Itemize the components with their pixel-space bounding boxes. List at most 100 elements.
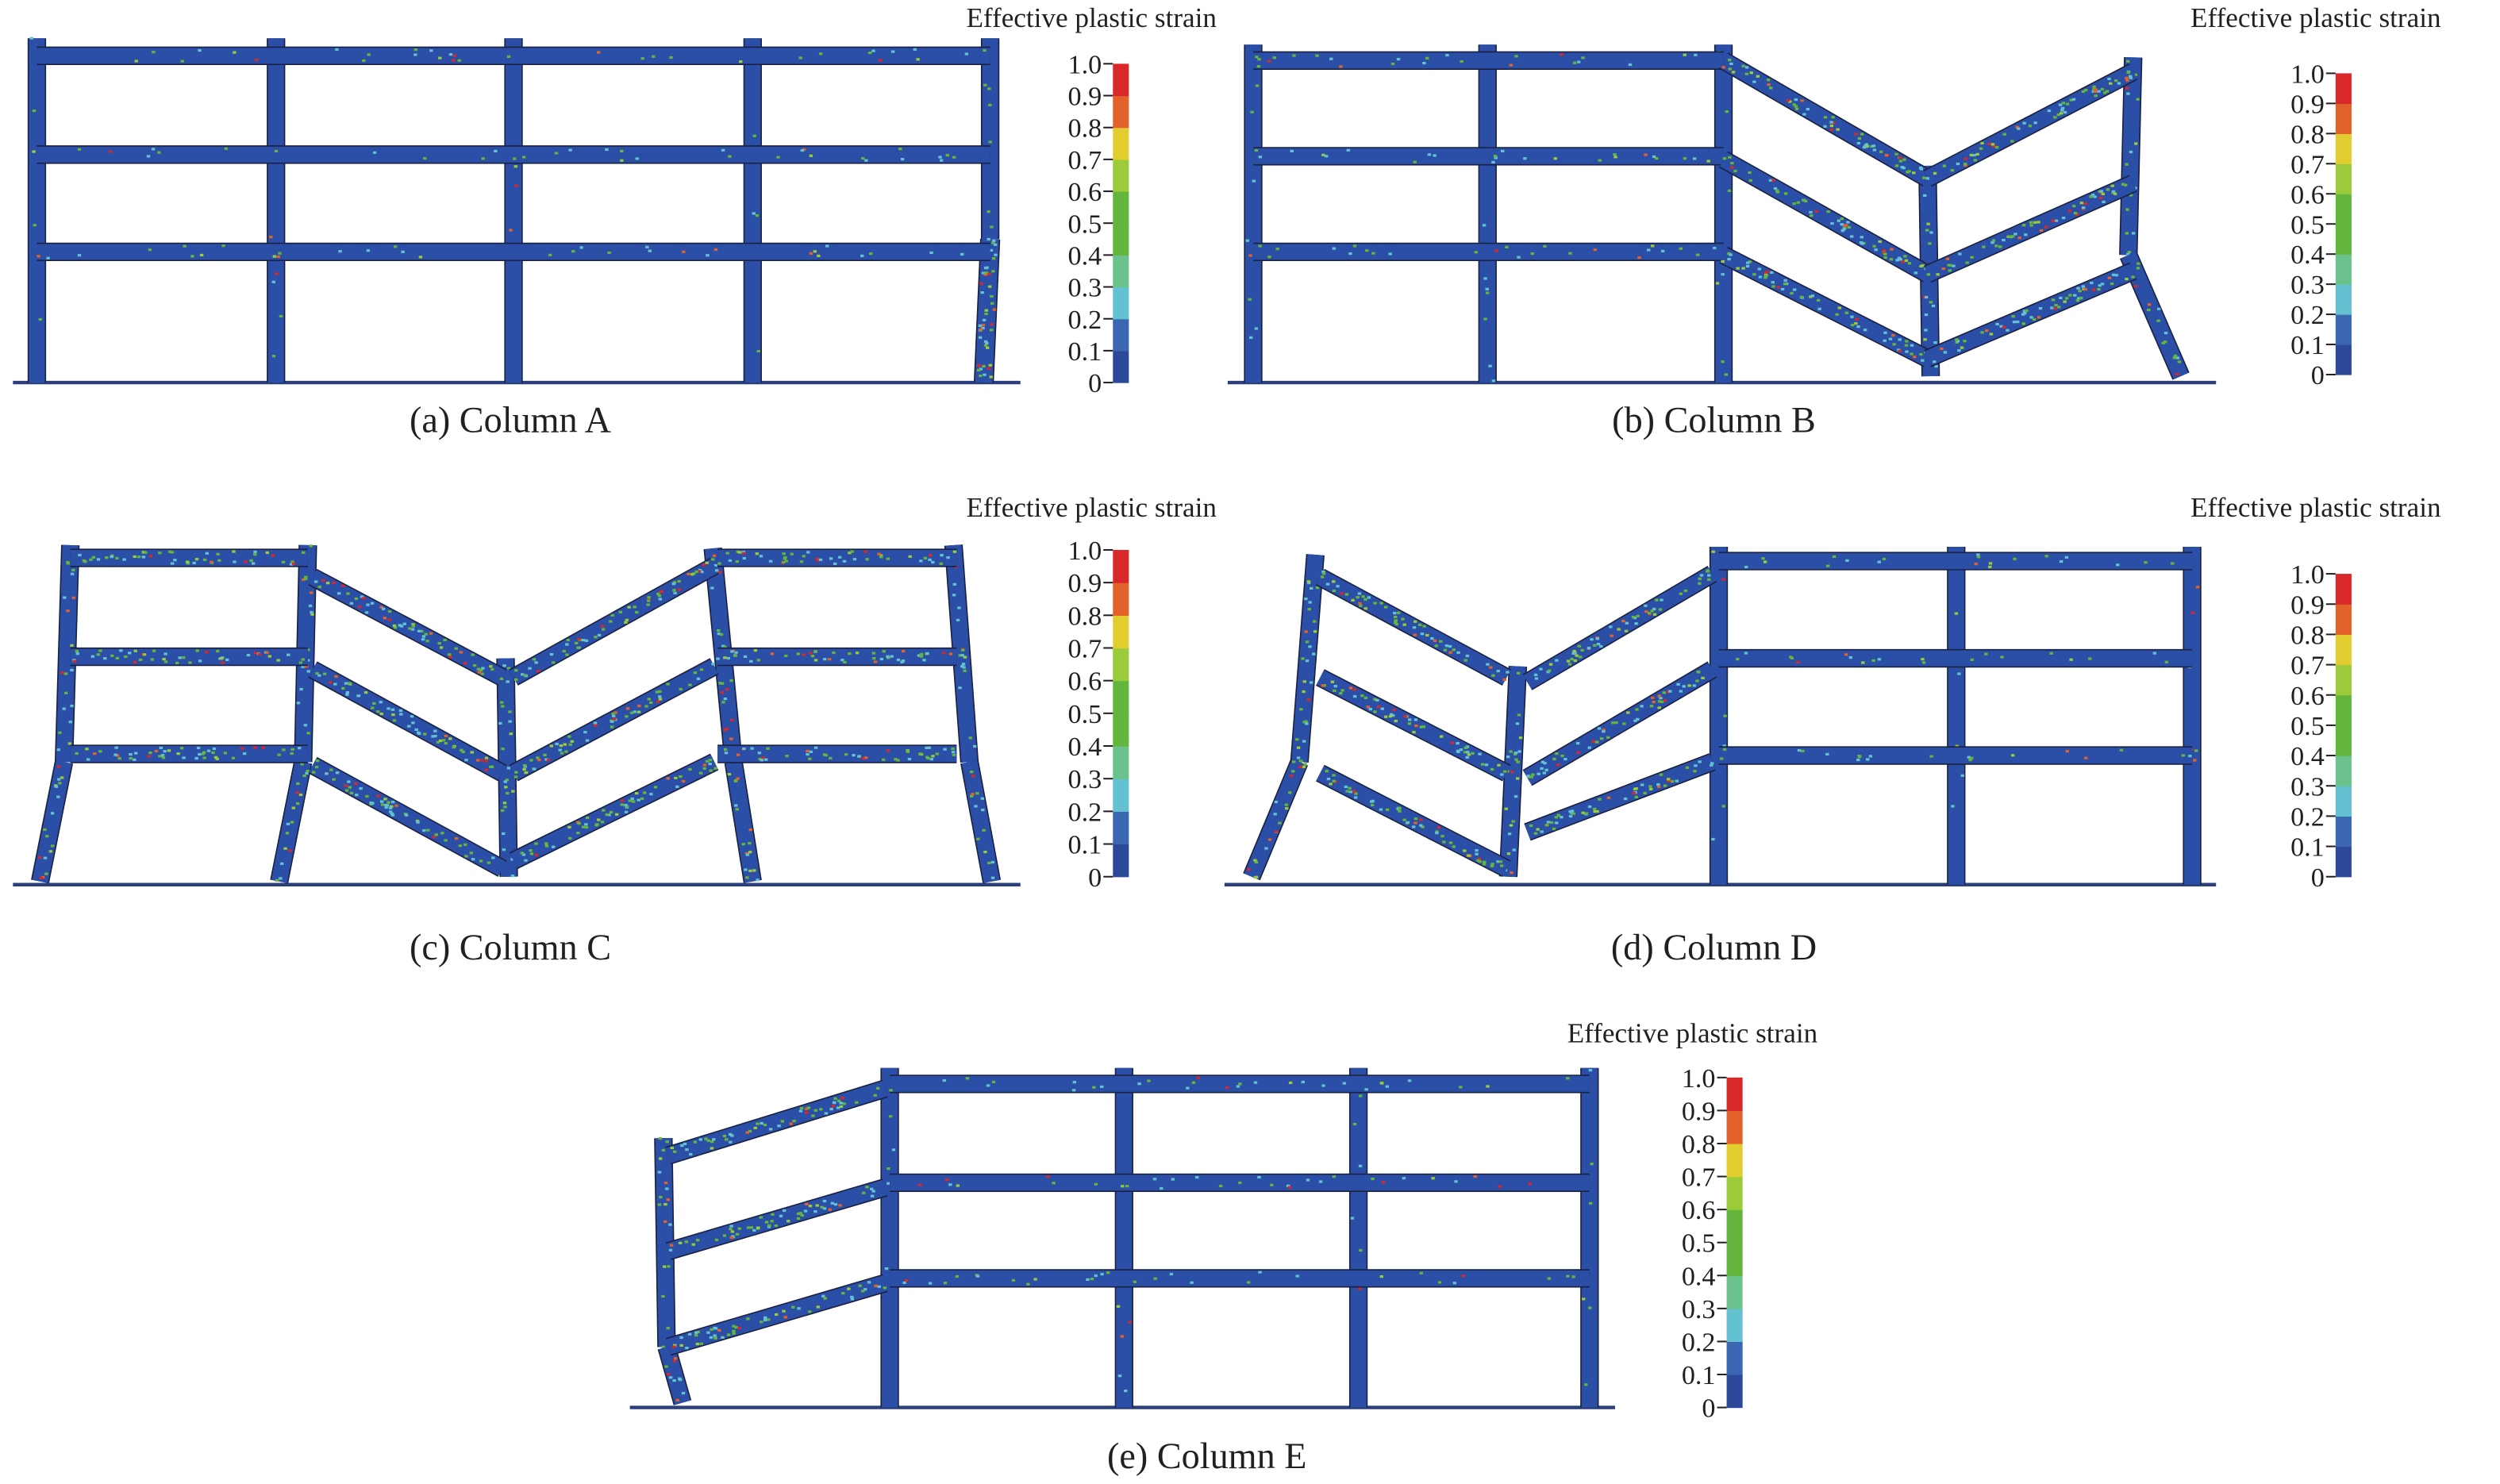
column-strain-spot: [290, 821, 294, 824]
beam-strain-spot: [202, 558, 207, 561]
deformed-beam-strain-spot: [737, 1326, 741, 1330]
beam-strain-spot: [2188, 755, 2192, 758]
deformed-beam-strain-spot: [850, 1295, 854, 1299]
deformed-beam-strain-spot: [1636, 717, 1640, 721]
deformed-beam-strain-spot: [624, 810, 629, 813]
deformed-beam-strain-spot: [314, 580, 318, 583]
failed-column-strain-spot: [987, 272, 991, 275]
deformed-beam-strain-spot: [2079, 202, 2084, 205]
column-strain-spot: [983, 83, 987, 87]
failed-column-strain-spot: [990, 302, 994, 305]
beam-strain-spot: [244, 560, 248, 563]
beam-strain-spot: [986, 1084, 990, 1087]
beam-strain-spot: [89, 558, 93, 561]
deformed-beam-strain-spot: [1326, 777, 1331, 781]
deformed-beam-strain-spot: [2063, 110, 2067, 114]
deformed-beam-strain-spot: [688, 767, 692, 771]
beam-strain-spot: [1744, 565, 1748, 569]
column-strain-spot: [2195, 586, 2200, 589]
deformed-beam-strain-spot: [1555, 659, 1559, 662]
column-strain-spot: [58, 782, 62, 785]
column-strain-spot: [1350, 1217, 1355, 1220]
column-strain-spot: [1951, 805, 1955, 808]
colorbar-tick-label: 0.8: [2290, 621, 2325, 650]
deformed-beam-strain-spot: [658, 598, 663, 601]
deformed-beam-strain-spot: [1748, 260, 1752, 263]
deformed-beam-strain-spot: [555, 742, 559, 746]
deformed-beam-strain-spot: [620, 799, 625, 802]
failed-column-strain-spot: [1516, 760, 1520, 763]
beam-strain-spot: [1929, 755, 1933, 758]
beam-strain-spot: [96, 653, 100, 656]
deformed-beam-strain-spot: [479, 668, 483, 672]
column-strain-spot: [711, 558, 715, 561]
deformed-beam-strain-spot: [362, 597, 366, 600]
deformed-beam-strain-spot: [2002, 133, 2006, 136]
beam-strain-spot: [335, 48, 339, 51]
deformed-beam-strain-spot: [1860, 133, 1864, 136]
beam-strain-spot: [1052, 1182, 1056, 1185]
column-strain-spot: [48, 850, 53, 853]
deformed-beam-strain-spot: [808, 1310, 812, 1313]
deformed-beam-strain-spot: [335, 771, 340, 775]
deformed-beam-strain-spot: [381, 607, 386, 610]
column-strain-spot: [744, 868, 748, 871]
beam-strain-spot: [1921, 658, 1925, 661]
beam-strain-spot: [925, 746, 929, 750]
deformed-beam-strain-spot: [767, 1224, 771, 1227]
deformed-beam-strain-spot: [1394, 619, 1398, 622]
deformed-beam-strain-spot: [315, 759, 320, 763]
colorbar-tick-label: 1.0: [1068, 536, 1102, 566]
column-strain-spot: [1721, 578, 1725, 581]
colorbar-band: [1726, 1110, 1743, 1144]
beam-strain-spot: [1473, 1175, 1478, 1178]
beam-strain-spot: [261, 746, 265, 749]
colorbar-band: [2335, 314, 2352, 345]
beam-strain-spot: [1160, 1186, 1163, 1190]
column-strain-spot: [60, 671, 64, 675]
deformed-beam-strain-spot: [656, 592, 660, 596]
deformed-beam-strain-spot: [585, 816, 590, 820]
column-strain-spot: [1287, 791, 1292, 794]
beam-strain-spot: [1092, 1086, 1096, 1089]
column-strain-spot: [1247, 868, 1251, 871]
deformed-beam-strain-spot: [565, 643, 569, 646]
deformed-beam-strain-spot: [369, 802, 374, 805]
failed-column-strain-spot: [661, 1345, 665, 1348]
deformed-beam-strain-spot: [1502, 678, 1506, 682]
deformed-beam-strain-spot: [698, 771, 703, 775]
deformed-beam-strain-spot: [832, 1101, 837, 1104]
column-strain-spot: [960, 664, 964, 668]
beam-strain-spot: [1581, 56, 1585, 60]
deformed-beam-strain-spot: [1792, 202, 1796, 206]
beam-strain-spot: [945, 1178, 949, 1182]
deformed-beam-strain-spot: [387, 707, 390, 710]
failed-column-strain-spot: [668, 1376, 673, 1379]
beam-strain-spot: [844, 753, 848, 756]
beam-strain-spot: [494, 149, 498, 153]
beam-strain-spot: [1530, 252, 1534, 256]
column-strain-spot: [1306, 698, 1311, 702]
deformed-beam-strain-spot: [806, 1106, 811, 1109]
failed-column-strain-spot: [663, 1181, 668, 1185]
deformed-beam-strain-spot: [398, 709, 403, 712]
deformed-beam-strain-spot: [1860, 242, 1864, 245]
deformed-beam-strain-spot: [1540, 760, 1545, 763]
deformed-beam-strain-spot: [349, 602, 354, 605]
deformed-beam-strain-spot: [1435, 830, 1439, 833]
deformed-beam-strain-spot: [749, 1226, 754, 1229]
column-strain-spot: [1273, 813, 1277, 816]
deformed-beam-strain-spot: [1895, 259, 1899, 262]
deformed-beam-strain-spot: [669, 1244, 674, 1247]
deformed-beam-strain-spot: [2024, 233, 2028, 236]
beam-strain-spot: [1868, 755, 1873, 758]
deformed-beam-strain-spot: [1659, 697, 1663, 700]
deformed-beam-strain-spot: [392, 624, 397, 628]
deformed-beam-strain-spot: [624, 803, 628, 807]
beam-strain-spot: [1566, 1274, 1570, 1278]
colorbar-tick-label: 0: [1088, 863, 1102, 893]
deformed-beam-strain-spot: [797, 1307, 801, 1310]
deformed-beam-strain-spot: [2010, 235, 2015, 238]
deformed-beam-strain-spot: [1413, 718, 1418, 721]
column-strain-spot: [1715, 282, 1720, 285]
